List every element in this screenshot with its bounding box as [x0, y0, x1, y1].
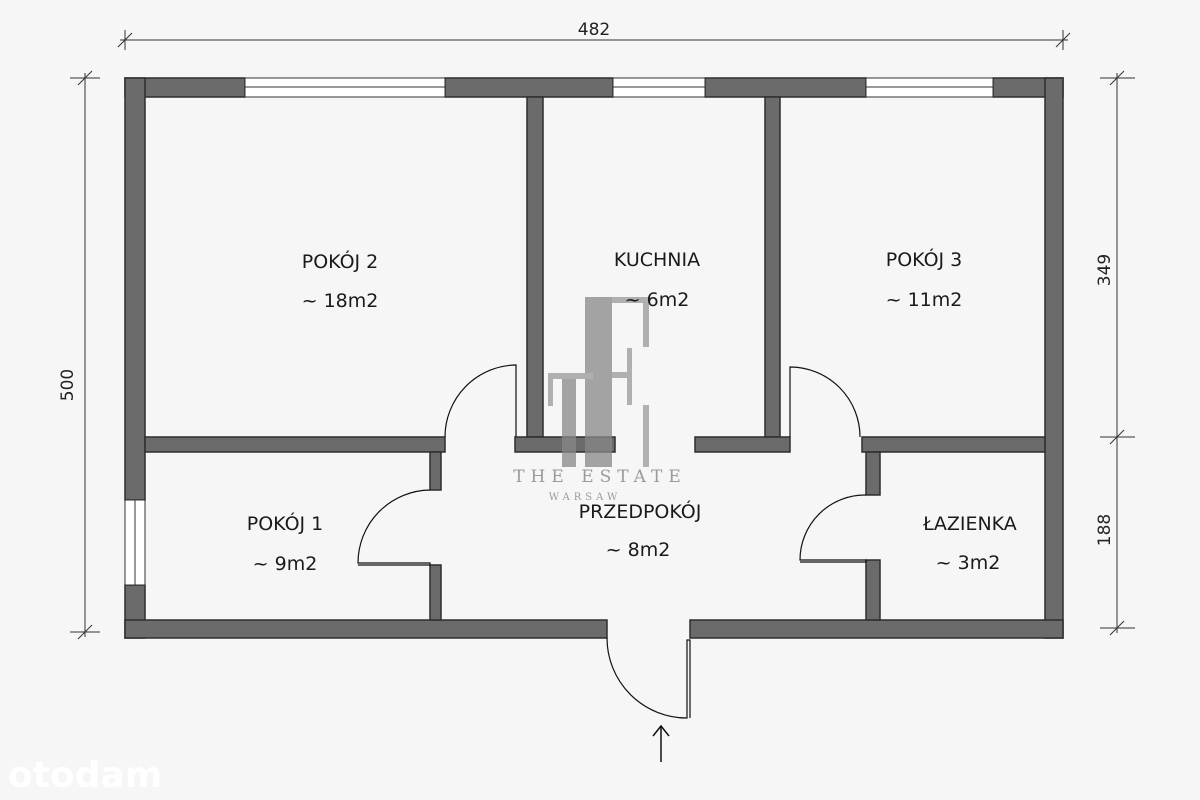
room-name: PRZEDPOKÓJ: [579, 499, 702, 523]
dimension-width: 482: [578, 20, 610, 40]
room-pokoj-3: POKÓJ 3 ~ 11m2: [886, 247, 963, 311]
walls: [124, 77, 1064, 639]
room-name: ŁAZIENKA: [922, 513, 1017, 535]
room-pokoj-2: POKÓJ 2 ~ 18m2: [302, 249, 379, 312]
entrance-arrow-icon: [652, 724, 670, 762]
door-pokoj2: [444, 364, 517, 438]
room-area: ~ 6m2: [625, 289, 690, 311]
watermark-subtitle: WARSAW: [549, 492, 621, 503]
room-name: KUCHNIA: [614, 249, 700, 271]
door-pokoj1: [357, 489, 431, 566]
otodam-logo: otodam: [8, 755, 162, 796]
room-area: ~ 8m2: [606, 539, 671, 561]
room-name: POKÓJ 3: [886, 247, 963, 271]
dimension-right-upper: 349: [1095, 254, 1115, 286]
door-pokoj3: [789, 366, 861, 438]
door-entrance: [606, 637, 691, 719]
watermark-title: THE ESTATE: [513, 467, 687, 487]
dimension-right-lower: 188: [1095, 514, 1115, 546]
room-area: ~ 9m2: [253, 553, 318, 575]
dimension-height: 500: [58, 369, 78, 401]
room-lazienka: ŁAZIENKA ~ 3m2: [922, 513, 1017, 574]
room-area: ~ 11m2: [886, 289, 963, 311]
room-name: POKÓJ 2: [302, 249, 379, 273]
room-przedpokoj: PRZEDPOKÓJ ~ 8m2: [579, 499, 702, 561]
room-area: ~ 18m2: [302, 290, 379, 312]
room-kuchnia: KUCHNIA ~ 6m2: [614, 249, 700, 311]
doors: [357, 364, 867, 719]
room-name: POKÓJ 1: [247, 511, 324, 535]
windows: [124, 77, 994, 586]
dimension-lines: [70, 30, 1135, 640]
room-area: ~ 3m2: [936, 552, 1001, 574]
room-pokoj-1: POKÓJ 1 ~ 9m2: [247, 511, 324, 575]
watermark-logo: [548, 297, 650, 467]
door-lazienka: [799, 494, 867, 563]
